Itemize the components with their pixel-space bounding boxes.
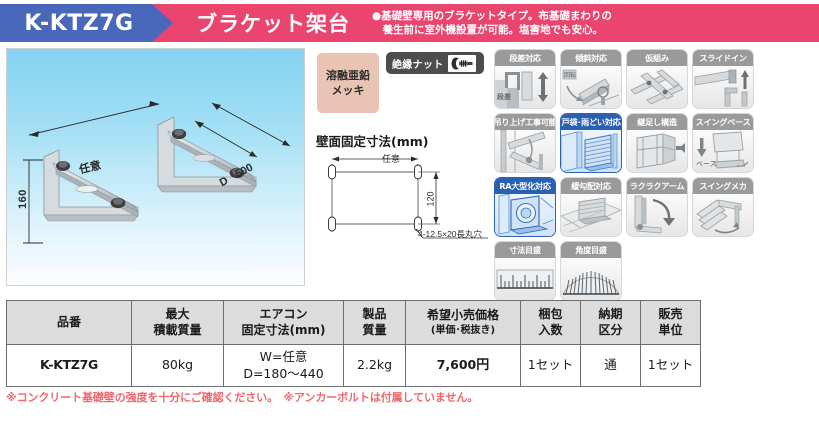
col-header-package-qty: 梱包 入数 — [520, 300, 581, 345]
cell-product-code: K-KTZ7G — [6, 344, 132, 387]
slope-adaptive-icon: 回転 — [561, 66, 621, 108]
svg-text:段差: 段差 — [497, 92, 511, 101]
feature-label: 角度目盛 — [561, 242, 621, 258]
banner-title-area: ブラケット架台 ●基礎壁専用のブラケットタイプ。布基礎まわりの 養生前に室外機設… — [152, 4, 819, 42]
swing-mechanism-icon — [693, 194, 753, 236]
feature-label: スライドイン — [693, 50, 753, 66]
svg-text:回転: 回転 — [564, 71, 576, 79]
header-banner: K-KTZ7G ブラケット架台 ●基礎壁専用のブラケットタイプ。布基礎まわりの … — [0, 4, 819, 42]
pre-assembly-icon — [627, 66, 687, 108]
feature-label: RA大型化対応 — [495, 178, 555, 194]
step-clearance-icon: 段差 — [495, 66, 555, 108]
slide-in-icon — [693, 66, 753, 108]
feature-label: 緩勾配対応 — [561, 178, 621, 194]
feature-label: スイングメカ — [693, 178, 753, 194]
cell-package-qty: 1セット — [520, 344, 581, 387]
table-row: K-KTZ7G 80kg W=任意 D=180～440 2.2kg 7,600円… — [6, 344, 701, 387]
feature-swing-mechanism: スイングメカ — [692, 177, 754, 237]
cell-price: 7,600円 — [405, 344, 521, 387]
feature-swing-base: スイングベース ベース — [692, 113, 754, 173]
feature-hoisting-work: 吊り上げ工事可能 — [494, 113, 556, 173]
feature-dimension-scale: 寸法目盛 — [494, 241, 556, 301]
wall-dim-height: 120 — [425, 191, 436, 207]
cell-product-weight: 2.2kg — [343, 344, 406, 387]
dimension-scale-icon — [495, 258, 555, 300]
banner-description: ●基礎壁専用のブラケットタイプ。布基礎まわりの 養生前に室外機設置が可能。塩害地… — [372, 9, 612, 36]
feature-gentle-slope: 緩勾配対応 — [560, 177, 622, 237]
col-header-product-weight: 製品 質量 — [343, 300, 406, 345]
wall-hole-note: 4-12.5×20長丸穴 — [418, 229, 483, 239]
product-photo: 160 任意 500 D — [6, 48, 305, 286]
col-header-sales-unit: 販売 単位 — [640, 300, 701, 345]
cell-max-load: 80kg — [131, 344, 224, 387]
footnote-text: ※コンクリート基礎壁の強度を十分にご確認ください。 ※アンカーボルトは付属してい… — [6, 391, 479, 404]
feature-angle-scale: 角度目盛 — [560, 241, 622, 301]
wall-mount-diagram: 任意 120 4-12.5×20長丸穴 — [310, 150, 490, 255]
feature-label: 吊り上げ工事可能 — [495, 114, 555, 130]
feature-pre-assembly: 仮組み — [626, 49, 688, 109]
photo-dim-height: 160 — [17, 189, 29, 209]
galvanize-line2: メッキ — [331, 84, 365, 97]
col-header-lead-time: 納期 区分 — [580, 300, 641, 345]
hoisting-work-icon — [495, 130, 555, 172]
feature-label: 寸法目盛 — [495, 242, 555, 258]
feature-large-ra-unit: RA大型化対応 — [494, 177, 556, 237]
col-header-price: 希望小売価格 (単価･税抜き) — [405, 300, 521, 345]
product-code-banner: K-KTZ7G — [0, 4, 173, 42]
extension-structure-icon — [627, 130, 687, 172]
insulating-nut-icon — [447, 54, 476, 72]
wall-dim-width: 任意 — [382, 154, 401, 164]
feature-label: ラクラクアーム — [627, 178, 687, 194]
svg-text:ベース: ベース — [696, 160, 717, 168]
feature-extension-structure: 継足し構造 — [626, 113, 688, 173]
large-ra-unit-icon — [495, 194, 555, 236]
spec-table-wrapper: 品番 最大 積載質量 エアコン 固定寸法(mm) 製品 質量 希望小売価格 (単… — [6, 300, 701, 387]
feature-label: 傾斜対応 — [561, 50, 621, 66]
cell-lead-time: 通 — [580, 344, 641, 387]
feature-shutter-gutter: 戸袋･雨どい対応 — [560, 113, 622, 173]
page-title: ブラケット架台 — [196, 12, 350, 36]
feature-label: スイングベース — [693, 114, 753, 130]
feature-label: 仮組み — [627, 50, 687, 66]
galvanize-line1: 溶融亜鉛 — [326, 68, 370, 82]
angle-scale-icon — [561, 258, 621, 300]
banner-arrow-icon — [152, 4, 173, 42]
gentle-slope-icon — [561, 194, 621, 236]
swing-base-icon: ベース — [693, 130, 753, 172]
feature-icon-grid: 段差対応 段差 傾斜対応 回転 — [494, 49, 816, 301]
cell-ac-dimension: W=任意 D=180～440 — [223, 344, 344, 387]
feature-step-clearance: 段差対応 段差 — [494, 49, 556, 109]
feature-slope-adaptive: 傾斜対応 回転 — [560, 49, 622, 109]
feature-label: 戸袋･雨どい対応 — [561, 114, 621, 130]
feature-easy-arm: ラクラクアーム — [626, 177, 688, 237]
bracket-illustration — [23, 101, 291, 244]
cell-sales-unit: 1セット — [640, 344, 701, 387]
col-header-ac-dimension: エアコン 固定寸法(mm) — [223, 300, 344, 345]
price-value: 7,600 — [436, 356, 477, 372]
galvanize-badge: 溶融亜鉛 メッキ — [317, 53, 379, 113]
shutter-gutter-icon — [561, 130, 621, 172]
insulating-nut-label: 絶縁ナット — [392, 59, 444, 71]
col-header-product-code: 品番 — [6, 300, 132, 345]
col-header-max-load: 最大 積載質量 — [131, 300, 224, 345]
product-code-label: K-KTZ7G — [24, 10, 134, 36]
easy-arm-icon — [627, 194, 687, 236]
feature-slide-in: スライドイン — [692, 49, 754, 109]
insulating-nut-badge: 絶縁ナット — [386, 52, 484, 74]
wall-dimension-title: 壁面固定寸法(mm) — [316, 134, 429, 149]
feature-label: 段差対応 — [495, 50, 555, 66]
spec-table: 品番 最大 積載質量 エアコン 固定寸法(mm) 製品 質量 希望小売価格 (単… — [6, 300, 701, 387]
feature-label: 継足し構造 — [627, 114, 687, 130]
table-header-row: 品番 最大 積載質量 エアコン 固定寸法(mm) 製品 質量 希望小売価格 (単… — [6, 300, 701, 345]
price-currency: 円 — [476, 357, 490, 373]
